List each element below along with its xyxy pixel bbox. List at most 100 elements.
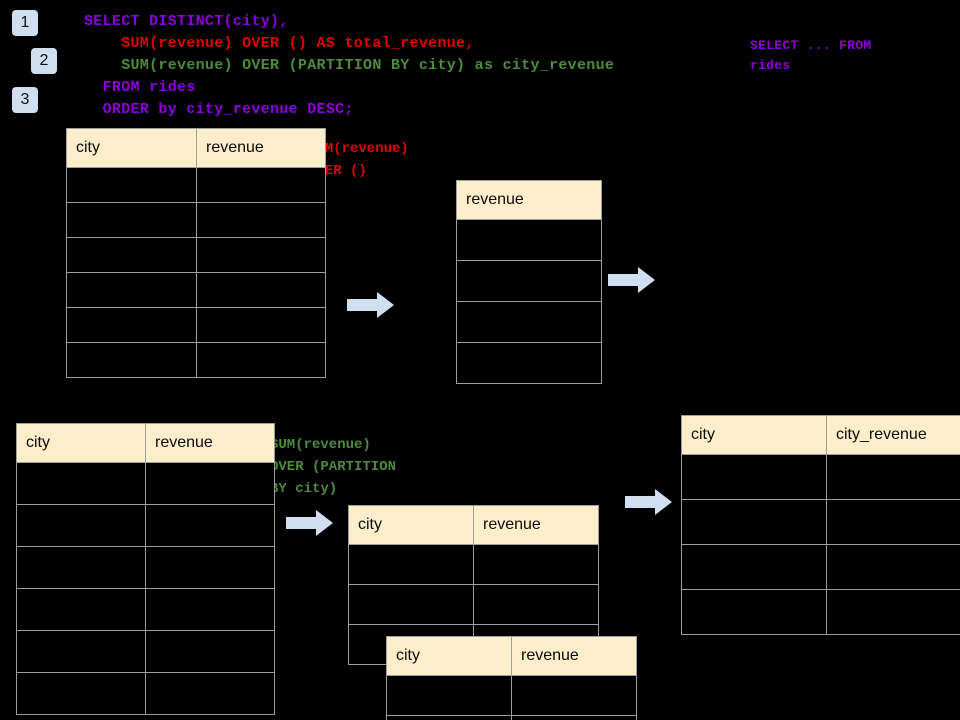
table-row [681, 544, 960, 590]
table-row [456, 219, 602, 261]
cell-city [66, 237, 197, 273]
column-header-revenue: revenue [196, 128, 326, 168]
cell-city [16, 672, 146, 715]
cell-revenue [196, 202, 326, 238]
arrow-total-to-result [608, 266, 656, 294]
table-row [456, 260, 602, 302]
cell-revenue [511, 715, 637, 720]
column-header-city: city [348, 505, 474, 545]
table-header-row: city revenue [348, 505, 599, 545]
table-row [66, 342, 326, 378]
rides-source-table-top: city revenue [66, 128, 326, 378]
step-badge-2[interactable]: 2 [31, 48, 57, 74]
sql-line-order-by: ORDER by city_revenue DESC; [84, 101, 354, 118]
table-row [681, 589, 960, 635]
table-header-row: city revenue [386, 636, 637, 676]
step-badge-1[interactable]: 1 [12, 10, 38, 36]
cell-revenue [145, 630, 275, 673]
table-row [681, 499, 960, 545]
cell-city [66, 307, 197, 343]
cell-city-revenue [826, 499, 960, 545]
cell-city [66, 167, 197, 203]
sql-line-total-revenue: SUM(revenue) OVER () AS total_revenue, [84, 35, 475, 52]
arrow-source-to-total [347, 291, 395, 319]
annotation-over-partition: SUM(revenue) OVER (PARTITION BY city) [270, 437, 397, 497]
partition-group-table-front: city revenue [386, 636, 637, 720]
cell-city [66, 342, 197, 378]
cell-revenue [456, 219, 602, 261]
cell-city-revenue [826, 454, 960, 500]
cell-revenue [145, 462, 275, 505]
table-row [16, 588, 275, 631]
table-header-row: city city_revenue [681, 415, 960, 455]
cell-revenue [456, 260, 602, 302]
cell-city [348, 584, 474, 625]
table-row [16, 546, 275, 589]
cell-city-revenue [826, 589, 960, 635]
cell-revenue [456, 342, 602, 384]
partition-group-table-back: city revenue [348, 505, 599, 665]
table-header-row: revenue [456, 180, 602, 220]
side-note-line-2: rides [750, 58, 791, 73]
cell-revenue [473, 584, 599, 625]
sql-line-select: SELECT DISTINCT(city), [84, 13, 289, 30]
cell-revenue [145, 504, 275, 547]
cell-revenue [196, 167, 326, 203]
column-header-revenue: revenue [473, 505, 599, 545]
column-header-city: city [681, 415, 827, 455]
cell-city [16, 630, 146, 673]
cell-city [681, 544, 827, 590]
table-row [16, 504, 275, 547]
column-header-city: city [16, 423, 146, 463]
table-row [16, 630, 275, 673]
city-revenue-result-table: city city_revenue [681, 415, 960, 635]
table-row [66, 202, 326, 238]
arrow-partition-to-result [625, 488, 673, 516]
column-header-city: city [386, 636, 512, 676]
cell-revenue [145, 546, 275, 589]
table-row [681, 454, 960, 500]
cell-city [681, 499, 827, 545]
cell-city [16, 546, 146, 589]
column-header-revenue: revenue [456, 180, 602, 220]
cell-city [348, 544, 474, 585]
step-badge-3[interactable]: 3 [12, 87, 38, 113]
table-row [66, 272, 326, 308]
table-row [348, 584, 599, 625]
table-header-row: city revenue [66, 128, 326, 168]
cell-city [16, 504, 146, 547]
cell-revenue [196, 342, 326, 378]
cell-city [681, 454, 827, 500]
cell-city [681, 589, 827, 635]
table-row [66, 167, 326, 203]
arrow-source-to-partition [286, 509, 334, 537]
table-header-row: city revenue [16, 423, 275, 463]
cell-revenue [145, 672, 275, 715]
table-row [16, 462, 275, 505]
cell-revenue [196, 237, 326, 273]
cell-revenue [196, 272, 326, 308]
cell-revenue [196, 307, 326, 343]
cell-city [386, 715, 512, 720]
table-row [386, 675, 637, 716]
table-row [456, 301, 602, 343]
column-header-city: city [66, 128, 197, 168]
table-row [16, 672, 275, 715]
cell-city-revenue [826, 544, 960, 590]
cell-revenue [456, 301, 602, 343]
table-row [66, 237, 326, 273]
rides-source-table-bottom: city revenue [16, 423, 275, 715]
table-row [456, 342, 602, 384]
column-header-revenue: revenue [145, 423, 275, 463]
total-revenue-table: revenue [456, 180, 602, 384]
column-header-city-revenue: city_revenue [826, 415, 960, 455]
cell-revenue [473, 544, 599, 585]
cell-revenue [145, 588, 275, 631]
sql-line-from: FROM rides [84, 79, 196, 96]
cell-city [66, 202, 197, 238]
cell-city [16, 588, 146, 631]
table-row [348, 544, 599, 585]
cell-city [16, 462, 146, 505]
cell-city [66, 272, 197, 308]
cell-revenue [511, 675, 637, 716]
